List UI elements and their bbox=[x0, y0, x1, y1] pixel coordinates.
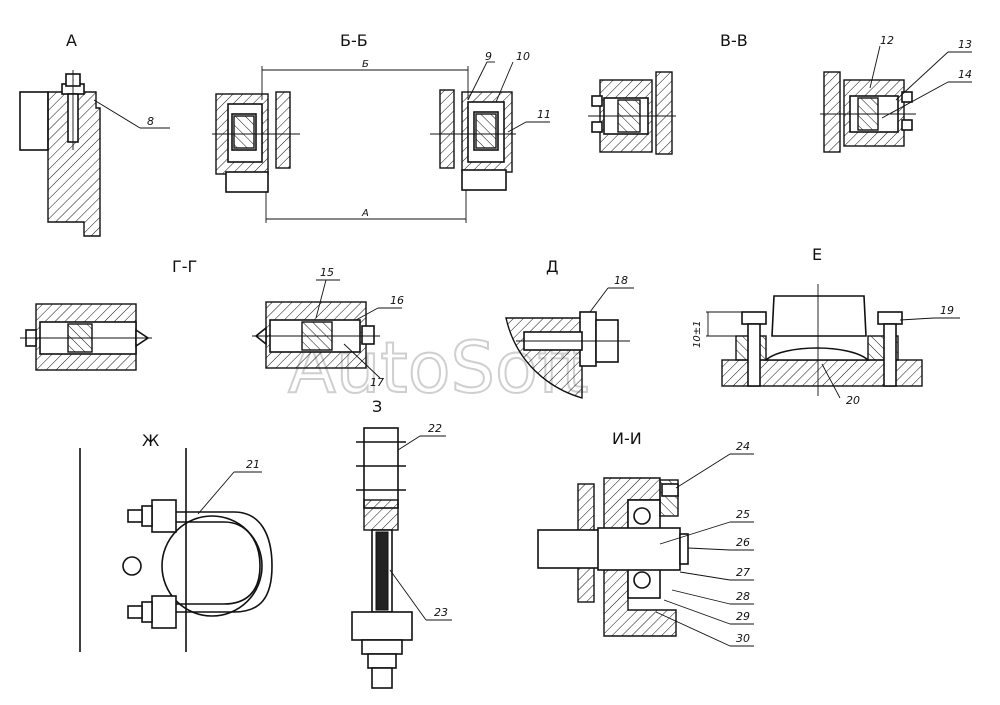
dim-gap: 10±1 bbox=[692, 321, 703, 348]
callout-21: 21 bbox=[246, 458, 260, 471]
callout-13: 13 bbox=[958, 38, 972, 51]
view-z: З 22 23 bbox=[351, 397, 452, 689]
view-e: Е 10±1 19 20 bbox=[692, 245, 960, 407]
view-g-g: Г-Г 15 16 17 bbox=[20, 257, 404, 389]
view-v-v: В-В 12 13 14 bbox=[588, 31, 972, 155]
view-label-v-v: В-В bbox=[720, 31, 748, 50]
view-label-g-g: Г-Г bbox=[172, 257, 197, 276]
view-zh: Ж 21 bbox=[79, 431, 273, 652]
view-d: Д 18 bbox=[505, 257, 634, 399]
callout-11: 11 bbox=[537, 108, 551, 121]
view-label-i-i: И-И bbox=[612, 429, 642, 448]
callout-15: 15 bbox=[320, 266, 334, 279]
callout-23: 23 bbox=[434, 606, 448, 619]
callout-22: 22 bbox=[428, 422, 442, 435]
callout-16: 16 bbox=[390, 294, 404, 307]
callout-18: 18 bbox=[614, 274, 628, 287]
view-label-a: А bbox=[66, 31, 77, 50]
callout-20: 20 bbox=[846, 394, 860, 407]
view-label-b-b: Б-Б bbox=[340, 31, 368, 50]
view-label-z: З bbox=[372, 397, 382, 416]
callout-17: 17 bbox=[370, 376, 384, 389]
view-label-d: Д bbox=[546, 257, 559, 276]
view-label-zh: Ж bbox=[142, 431, 159, 450]
view-a: А 8 bbox=[19, 31, 170, 237]
callout-9: 9 bbox=[485, 50, 492, 63]
callout-14: 14 bbox=[958, 68, 972, 81]
callout-12: 12 bbox=[880, 34, 894, 47]
callout-29: 29 bbox=[736, 610, 750, 623]
dim-a: А bbox=[361, 208, 369, 219]
callout-25: 25 bbox=[736, 508, 750, 521]
dim-b: Б bbox=[362, 59, 369, 70]
callout-27: 27 bbox=[736, 566, 750, 579]
callout-8: 8 bbox=[147, 115, 154, 128]
callout-10: 10 bbox=[516, 50, 530, 63]
callout-28: 28 bbox=[736, 590, 750, 603]
callout-24: 24 bbox=[736, 440, 750, 453]
view-b-b: Б-Б Б А 9 10 11 bbox=[212, 31, 551, 223]
callout-26: 26 bbox=[736, 536, 750, 549]
view-label-e: Е bbox=[812, 245, 822, 264]
callout-30: 30 bbox=[736, 632, 750, 645]
view-i-i: И-И 24 25 26 27 28 29 30 bbox=[537, 429, 754, 647]
callout-19: 19 bbox=[940, 304, 954, 317]
